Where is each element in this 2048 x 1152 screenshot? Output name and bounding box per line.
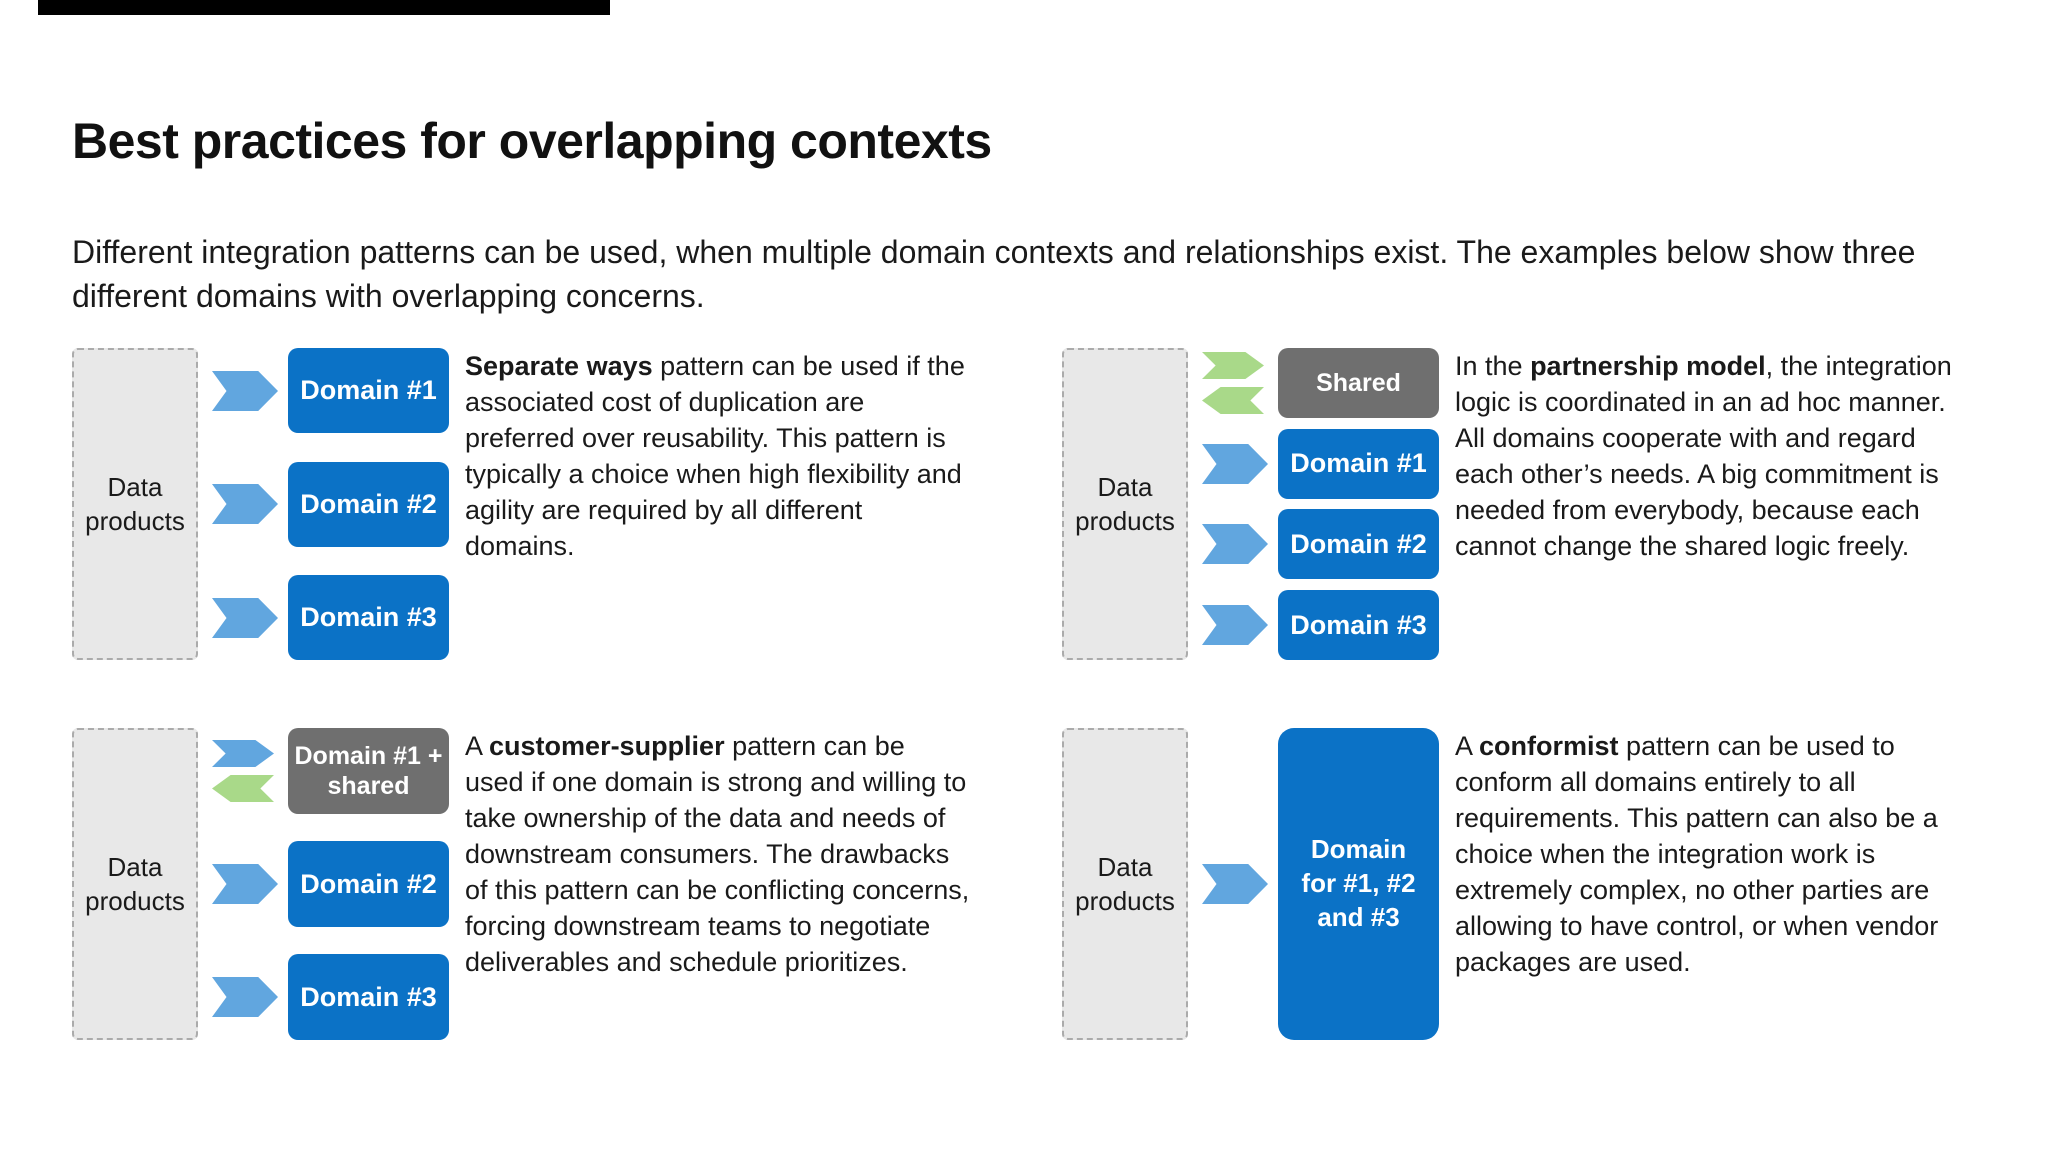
pattern-card-partnership: Data products Shared Domain #1 Domain #2: [1062, 348, 1952, 660]
arrow-column: [212, 977, 278, 1017]
data-products-box: Data products: [1062, 728, 1188, 1040]
data-products-box: Data products: [72, 348, 198, 660]
flow-arrow-right-icon: [212, 977, 278, 1017]
arrow-column: [1202, 443, 1268, 484]
domain-box: Domain #2: [1278, 509, 1439, 580]
domain-box-label: Domain #3: [1290, 609, 1427, 640]
flow-row: Domain #1: [1188, 428, 1439, 499]
description-rest: , the integration logic is coordinated i…: [1455, 351, 1952, 561]
data-products-label: Data products: [85, 472, 185, 536]
flow-arrow-left-icon: [1202, 387, 1264, 414]
description-bold-term: Separate ways: [465, 351, 653, 381]
description-bold-term: customer-supplier: [489, 731, 725, 761]
domain-box-label: Domain #3: [300, 981, 437, 1012]
domain-box: Domain #3: [1278, 589, 1439, 660]
flow-row: Shared: [1188, 348, 1439, 418]
flow-row: Domain for #1, #2 and #3: [1188, 728, 1439, 1040]
flow-row: Domain #1 + shared: [198, 728, 449, 814]
page-title: Best practices for overlapping contexts: [72, 112, 992, 169]
flow-row: Domain #2: [198, 461, 449, 547]
flow-arrow-right-icon: [1202, 864, 1268, 904]
flow-arrow-right-icon: [1202, 524, 1268, 565]
flow-arrow-right-icon: [212, 740, 274, 767]
flow-row: Domain #3: [198, 575, 449, 660]
arrow-column: [212, 864, 278, 904]
domain-box: Domain #1: [288, 348, 449, 433]
description-bold-term: conformist: [1479, 731, 1619, 761]
data-products-box: Data products: [72, 728, 198, 1040]
domain-box: Domain #1: [1278, 428, 1439, 499]
flow-row: Domain #1: [198, 348, 449, 433]
domain-box-label: Domain #1: [300, 375, 437, 406]
domain-box-label: Domain #3: [300, 602, 437, 633]
top-edge-artifact: [38, 0, 610, 15]
flow-rows: Domain #1 + shared Domain #2 Domain #3: [198, 728, 449, 1040]
domain-box: Domain #3: [288, 575, 449, 660]
arrow-column: [212, 484, 278, 524]
domain-box: Domain #2: [288, 841, 449, 927]
arrow-column: [1202, 352, 1268, 414]
pattern-description: A conformist pattern can be used to conf…: [1455, 728, 1952, 980]
pattern-card-separate-ways: Data products Domain #1 Domain #2 Domain…: [72, 348, 970, 660]
pattern-description: In the partnership model, the integratio…: [1455, 348, 1952, 564]
flow-arrow-right-icon: [212, 484, 278, 524]
description-prefix: In the: [1455, 351, 1531, 381]
data-products-label: Data products: [1075, 472, 1175, 536]
domain-box-label: Domain #2: [1290, 528, 1427, 559]
combined-domain-box-label: Domain for #1, #2 and #3: [1301, 834, 1416, 932]
arrow-column: [1202, 864, 1268, 904]
shared-domain-box-label: Domain #1 + shared: [294, 741, 443, 801]
description-prefix: A: [465, 731, 490, 761]
description-bold-term: partnership model: [1530, 351, 1766, 381]
shared-box-label: Shared: [1316, 368, 1401, 397]
flow-row: Domain #2: [198, 841, 449, 927]
flow-row: Domain #2: [1188, 509, 1439, 580]
description-rest: pattern can be used if one domain is str…: [465, 731, 970, 977]
description-rest: pattern can be used to conform all domai…: [1455, 731, 1939, 977]
combined-domain-box: Domain for #1, #2 and #3: [1278, 728, 1439, 1040]
pattern-card-customer-supplier: Data products Domain #1 + shared Domain …: [72, 728, 970, 1040]
arrow-column: [212, 597, 278, 638]
domain-box-label: Domain #2: [300, 868, 437, 899]
pattern-description: A customer-supplier pattern can be used …: [465, 728, 970, 980]
flow-arrow-right-icon: [1202, 604, 1268, 645]
pattern-card-conformist: Data products Domain for #1, #2 and #3 A…: [1062, 728, 1952, 1040]
flow-rows: Shared Domain #1 Domain #2 Domain #3: [1188, 348, 1439, 660]
arrow-column: [212, 740, 278, 802]
domain-box: Domain #3: [288, 954, 449, 1040]
domain-box: Domain #2: [288, 461, 449, 547]
intro-text: Different integration patterns can be us…: [72, 234, 1916, 314]
flow-arrow-left-icon: [212, 775, 274, 802]
data-products-box: Data products: [1062, 348, 1188, 660]
flow-arrow-right-icon: [1202, 352, 1264, 379]
arrow-column: [212, 370, 278, 411]
flow-rows: Domain #1 Domain #2 Domain #3: [198, 348, 449, 660]
flow-arrow-right-icon: [212, 597, 278, 638]
shared-domain-box: Domain #1 + shared: [288, 728, 449, 814]
arrow-column: [1202, 604, 1268, 645]
data-products-label: Data products: [1075, 852, 1175, 916]
arrow-column: [1202, 524, 1268, 565]
pattern-description: Separate ways pattern can be used if the…: [465, 348, 970, 564]
flow-rows: Domain for #1, #2 and #3: [1188, 728, 1439, 1040]
flow-arrow-right-icon: [1202, 443, 1268, 484]
flow-arrow-right-icon: [212, 864, 278, 904]
domain-box-label: Domain #2: [300, 488, 437, 519]
flow-row: Domain #3: [198, 954, 449, 1040]
flow-arrow-right-icon: [212, 370, 278, 411]
data-products-label: Data products: [85, 852, 185, 916]
domain-box-label: Domain #1: [1290, 448, 1427, 479]
shared-box: Shared: [1278, 348, 1439, 418]
flow-row: Domain #3: [1188, 589, 1439, 660]
description-prefix: A: [1455, 731, 1480, 761]
description-rest: pattern can be used if the associated co…: [465, 351, 965, 561]
